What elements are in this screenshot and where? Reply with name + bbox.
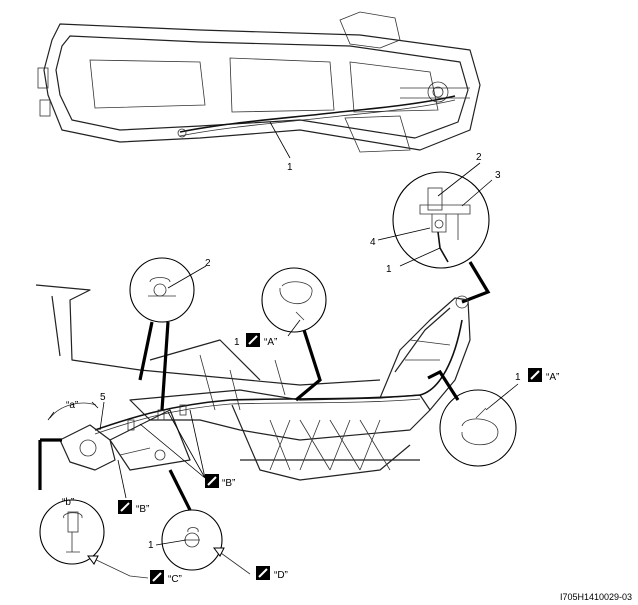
figure-code: I705H1410029-03 — [560, 592, 632, 602]
angle-arc-a-ticks — [47, 401, 99, 421]
inset-clamp-a-left — [261, 267, 327, 333]
connector-b — [38, 438, 62, 490]
part-label-5: 5 — [100, 392, 106, 403]
part-label-1-top: 1 — [287, 162, 293, 173]
wrench-marker-icon — [205, 474, 219, 488]
leader-1-inset — [399, 247, 441, 267]
frame-side-view — [35, 284, 471, 481]
leader-5 — [99, 401, 105, 431]
part-label-2-inset: 2 — [476, 152, 482, 163]
inset-clamp-d — [161, 509, 223, 571]
part-label-1-a-left: 1 — [234, 337, 240, 348]
leader-1-a-left — [287, 319, 301, 337]
connector-a-left — [294, 329, 322, 402]
frame-top-view — [37, 11, 481, 153]
part-label-3-inset: 3 — [495, 170, 501, 181]
connector-inset-valve — [461, 261, 491, 304]
callout-c: “C” — [168, 574, 182, 585]
wrench-marker-icon — [150, 570, 164, 584]
part-label-2-clamp: 2 — [205, 258, 211, 269]
leader-1-a-right — [485, 383, 519, 411]
arrow-c — [87, 555, 99, 565]
inset-angle-b — [39, 499, 105, 565]
leader-b-left — [117, 459, 127, 499]
callout-a-left: “A” — [264, 337, 277, 348]
inset-clamp-a-right — [439, 389, 517, 467]
connector-clamp-2 — [138, 321, 170, 411]
arrow-d — [213, 547, 225, 557]
part-label-1-a-right: 1 — [515, 372, 521, 383]
angle-label-b: “b” — [62, 497, 74, 508]
leader-4-inset — [377, 227, 431, 241]
leader-c — [87, 555, 149, 579]
leader-1-d — [155, 539, 187, 546]
leader-2-clamp — [167, 265, 207, 289]
angle-arc-a — [49, 402, 97, 419]
inset-valve-detail — [392, 171, 490, 269]
connector-d — [168, 469, 192, 511]
wrench-marker-icon — [528, 368, 542, 382]
leader-3-inset — [461, 179, 493, 207]
inset-clamp-2 — [129, 257, 195, 323]
callout-d: “D” — [274, 570, 288, 581]
wrench-marker-icon — [118, 500, 132, 514]
leader-2-inset — [437, 162, 481, 197]
connector-a-right — [427, 369, 460, 401]
angle-label-a: “a” — [66, 400, 78, 411]
leader-1-top — [269, 121, 291, 159]
part-label-1-d: 1 — [148, 540, 154, 551]
callout-b-right: “B” — [222, 478, 235, 489]
wrench-marker-icon — [256, 566, 270, 580]
leaders-b-right — [139, 409, 206, 479]
callout-b-left: “B” — [136, 504, 149, 515]
wrench-marker-icon — [246, 333, 260, 347]
callout-a-right: “A” — [546, 372, 559, 383]
part-label-4-inset: 4 — [370, 237, 376, 248]
part-label-1-inset: 1 — [386, 264, 392, 275]
